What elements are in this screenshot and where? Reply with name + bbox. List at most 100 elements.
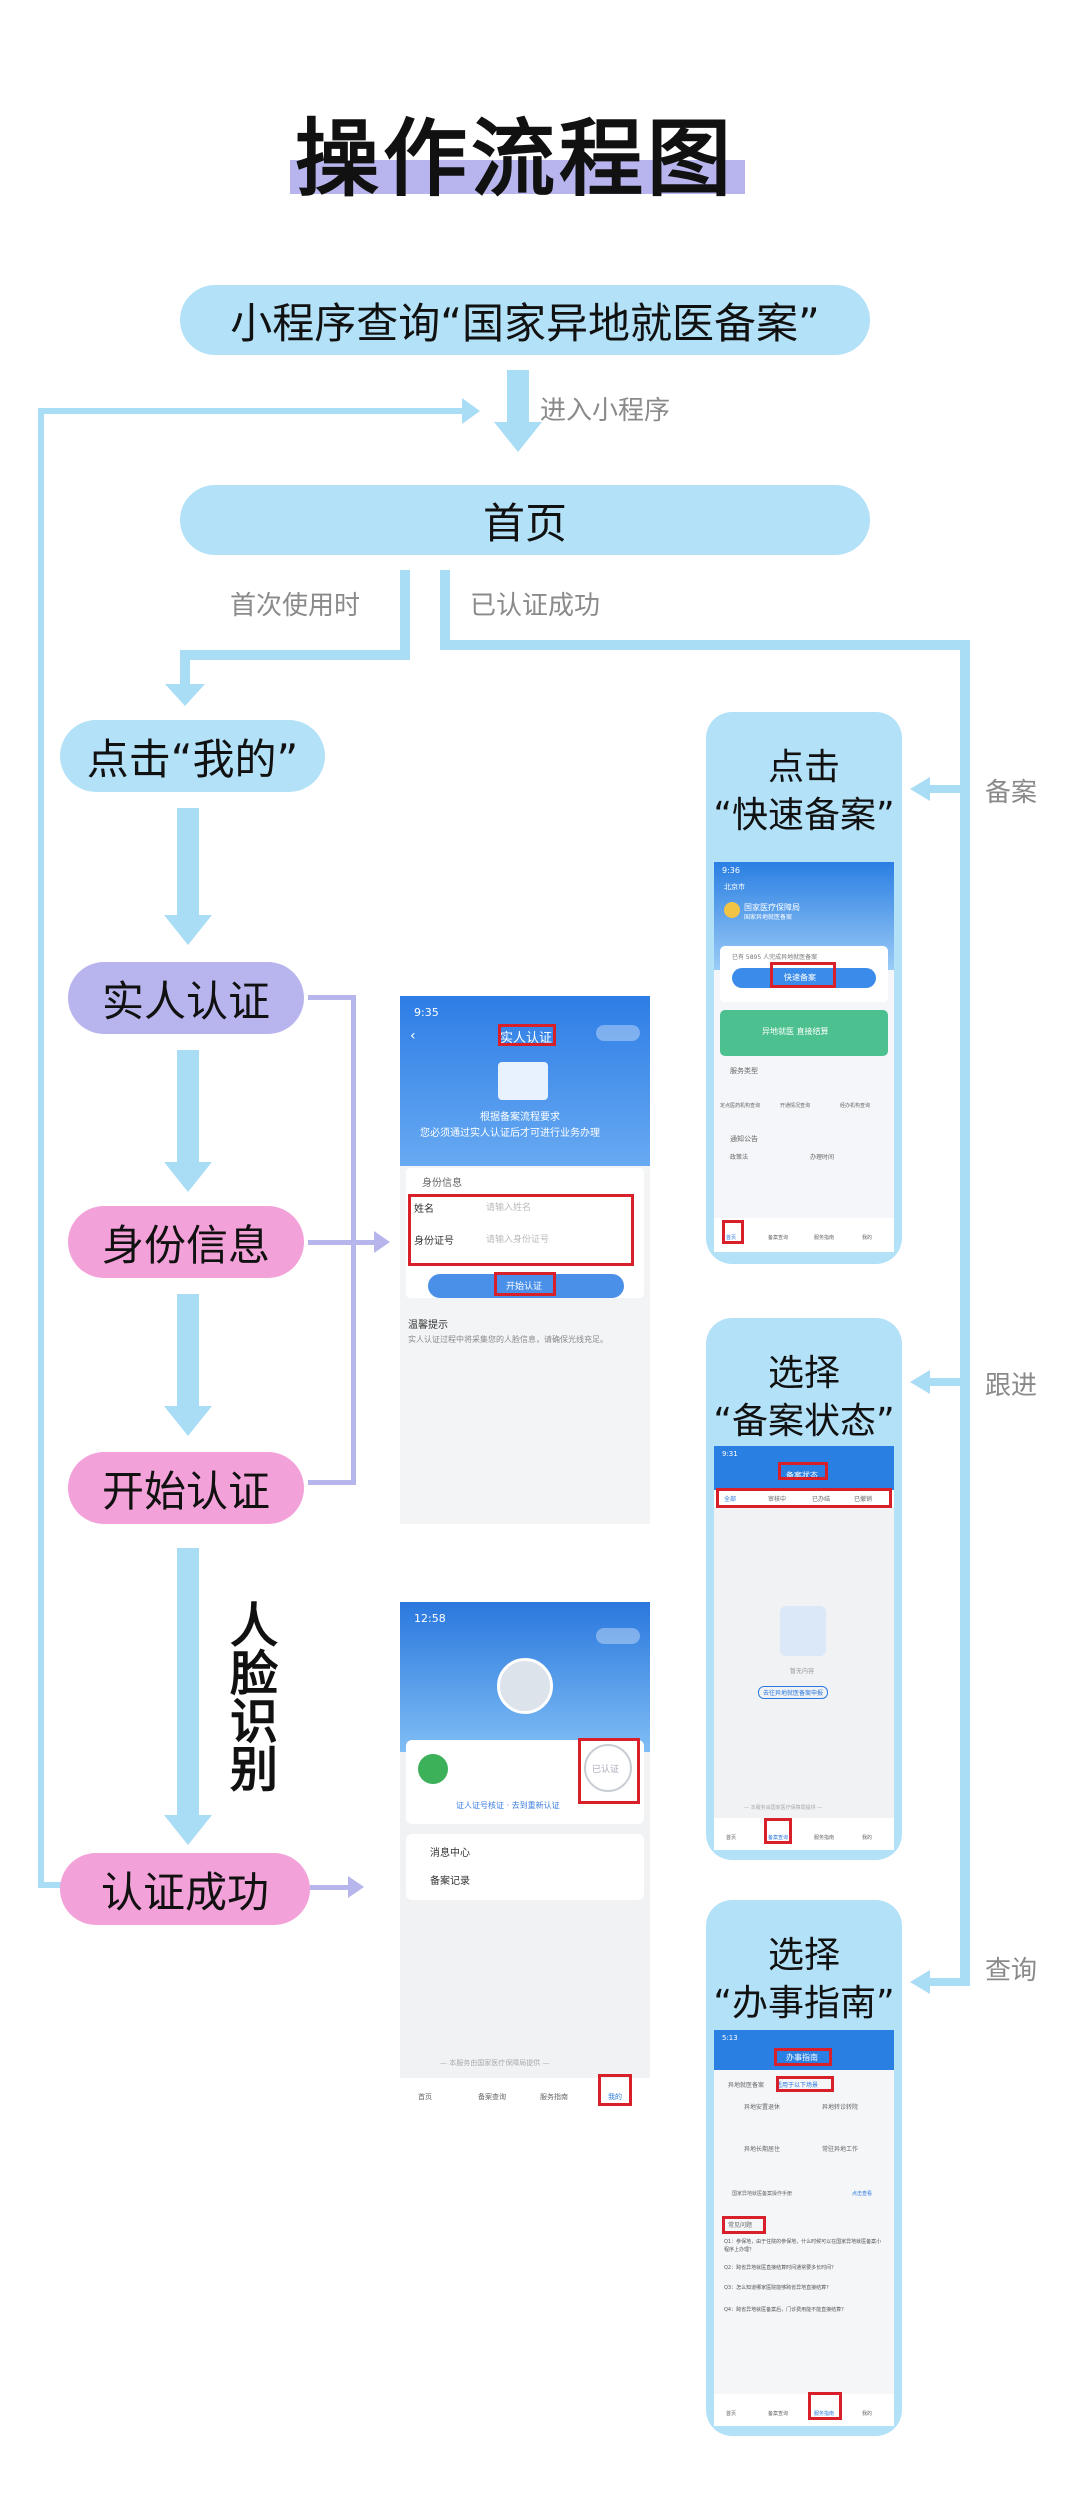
- filing-quick-label: 快速备案: [784, 973, 816, 982]
- label-verified: 已认证成功: [470, 591, 601, 621]
- highlight-id-fields: [408, 1194, 634, 1266]
- filing-service-2[interactable]: 开通情况查询: [780, 1103, 811, 1109]
- guide-faq-title: 常见问题: [728, 2222, 753, 2229]
- guide-tabbar-mine[interactable]: 我的: [862, 2411, 873, 2417]
- status-link[interactable]: 去往异地就医备案申报: [758, 1686, 829, 1699]
- highlight-verified-stamp: [578, 1738, 640, 1804]
- mine-tab-query[interactable]: 备案查询: [478, 2093, 506, 2101]
- auth-id-card-icon: [498, 1062, 548, 1100]
- mine-tab-guide[interactable]: 服务指南: [540, 2093, 568, 2101]
- label-filing: 备案: [985, 778, 1038, 808]
- step-home: 首页: [180, 485, 870, 555]
- arrow-enter-head: [494, 422, 542, 452]
- mine-menu-records[interactable]: 备案记录: [430, 1876, 470, 1887]
- mine-menu-icon: [596, 1628, 640, 1644]
- arrow-4-head: [164, 1815, 212, 1845]
- guide-tabbar-guide[interactable]: 服务指南: [814, 2411, 835, 2417]
- mine-tab-mine[interactable]: 我的: [608, 2093, 622, 2101]
- filing-emblem-icon: [724, 902, 740, 918]
- right-trunk: [960, 640, 970, 1985]
- mine-user-icon: [418, 1754, 448, 1784]
- status-tab-cancelled[interactable]: 已撤销: [854, 1496, 873, 1503]
- status-tabs: [714, 1490, 894, 1508]
- loop-line-top: [38, 408, 468, 414]
- guide-faq-1[interactable]: Q1：参保地，由于住院的参保地，什么时候可以在国家异地就医备案小程序上办理？: [724, 2239, 882, 2253]
- guide-faq-3[interactable]: Q3：怎么知道哪家医院能够跨省异地直接结算？: [724, 2285, 832, 2291]
- split-left-shaft: [400, 570, 410, 660]
- mine-tabbar: [400, 2078, 650, 2112]
- highlight-status-tabs: [716, 1488, 892, 1508]
- success-arrow-head: [348, 1876, 364, 1898]
- loop-arrow-head: [462, 398, 480, 424]
- guide-tabbar-query[interactable]: 备案查询: [768, 2411, 789, 2417]
- auth-banner-line2: 您必须通过实人认证后才可进行业务办理: [420, 1128, 600, 1139]
- filing-service-1[interactable]: 定点医药机构查询: [720, 1103, 761, 1109]
- filing-tab-query[interactable]: 备案查询: [768, 1235, 789, 1241]
- screenshot-service-guide: 5:13 办事指南 异地就医备案 适用于以下场景 异地安置退休 异地长期居住 异…: [714, 2030, 894, 2426]
- guide-tabbar: [714, 2394, 894, 2426]
- status-tab-reviewing[interactable]: 审核中: [768, 1496, 787, 1503]
- step-id-info: 身份信息: [68, 1206, 304, 1278]
- highlight-quick-button: [770, 962, 836, 988]
- mine-verified-text: 已认证: [592, 1765, 620, 1775]
- status-tabbar-mine[interactable]: 我的: [862, 1835, 873, 1841]
- status-tab-all[interactable]: 全部: [724, 1496, 737, 1503]
- split-right-horizontal: [440, 640, 970, 650]
- page-title: 操作流程图: [294, 110, 735, 208]
- guide-faq-4[interactable]: Q4：跨省异地就医备案后，门诊费用能不能直接结算？: [724, 2307, 847, 2313]
- filing-quick-button[interactable]: [732, 968, 876, 988]
- card2-line1: 选择: [767, 1353, 840, 1394]
- auth-back-icon: ‹: [410, 1028, 416, 1044]
- split-left-horizontal: [180, 650, 410, 660]
- step-auth-success: 认证成功: [60, 1853, 310, 1925]
- guide-manual[interactable]: 国家异地就医备案操作手册: [732, 2191, 793, 2197]
- guide-item-4[interactable]: 常驻异地工作: [822, 2146, 859, 2153]
- label-enter-mini-program: 进入小程序: [540, 396, 671, 426]
- guide-manual-button[interactable]: 点击查看: [852, 2191, 873, 2197]
- filing-service-title: 服务类型: [730, 1067, 758, 1075]
- auth-start-label: 开始认证: [506, 1282, 543, 1292]
- filing-service-3[interactable]: 经办机构查询: [840, 1103, 871, 1109]
- mine-tab-home[interactable]: 首页: [418, 2093, 432, 2101]
- highlight-status-query-tab: [764, 1818, 792, 1844]
- filing-tab-mine[interactable]: 我的: [862, 1235, 873, 1241]
- filing-org-sub: 国家异地就医备案: [744, 914, 793, 921]
- label-face-recognition: 人脸识别: [221, 1600, 277, 1792]
- auth-name-input[interactable]: 请输入姓名: [486, 1203, 532, 1213]
- mine-menu-message[interactable]: 消息中心: [430, 1848, 470, 1859]
- status-tabbar-guide[interactable]: 服务指南: [814, 1835, 835, 1841]
- auth-id-label: 身份证号: [414, 1236, 454, 1247]
- guide-time: 5:13: [722, 2034, 738, 2042]
- branch-query-head: [910, 1970, 930, 1994]
- success-arrow-line: [310, 1885, 350, 1890]
- label-follow: 跟进: [985, 1371, 1038, 1401]
- mine-link[interactable]: 证人证号核证 · 去到重新认证: [456, 1801, 560, 1810]
- screenshot-filing-status: 9:31 备案状态 全部 审核中 已办结 已撤销 暂无内容 去往异地就医备案申报…: [714, 1446, 894, 1850]
- filing-bulletin-1[interactable]: 政策法: [730, 1154, 749, 1161]
- branch-filing-head: [910, 777, 930, 801]
- auth-id-input[interactable]: 请输入身份证号: [486, 1235, 550, 1245]
- guide-tabbar-home[interactable]: 首页: [726, 2411, 737, 2417]
- guide-item-3[interactable]: 异地转诊转院: [822, 2104, 859, 2111]
- status-title: 备案状态: [786, 1471, 818, 1480]
- guide-faq-2[interactable]: Q2：跨省异地就医直接结算时间通常要多长时间？: [724, 2265, 837, 2271]
- filing-tab-guide[interactable]: 服务指南: [814, 1235, 835, 1241]
- filing-bulletin-2[interactable]: 办理时间: [810, 1154, 835, 1161]
- status-tabbar: [714, 1818, 894, 1850]
- card1-line1: 点击: [767, 747, 840, 788]
- filing-tab-home[interactable]: 首页: [726, 1235, 737, 1241]
- arrow-2-head: [164, 1162, 212, 1192]
- guide-item-2[interactable]: 异地长期居住: [744, 2146, 781, 2153]
- auth-menu-icon: [596, 1025, 640, 1041]
- filing-bulletin: 通知公告: [730, 1135, 758, 1143]
- branch-follow-head: [910, 1370, 930, 1394]
- status-tab-done[interactable]: 已办结: [812, 1496, 831, 1503]
- status-tabbar-query[interactable]: 备案查询: [768, 1835, 789, 1841]
- arrow-enter-shaft: [507, 370, 529, 425]
- bracket-out-line: [356, 1240, 378, 1245]
- highlight-guide-faq: [722, 2216, 766, 2234]
- screenshot-quick-filing: 9:36 北京市 国家医疗保障局 国家异地就医备案 已有 5895 人完成异地就…: [714, 862, 894, 1252]
- guide-item-1[interactable]: 异地安置退休: [744, 2104, 781, 2111]
- status-tabbar-home[interactable]: 首页: [726, 1835, 737, 1841]
- highlight-status-title: [778, 1462, 828, 1480]
